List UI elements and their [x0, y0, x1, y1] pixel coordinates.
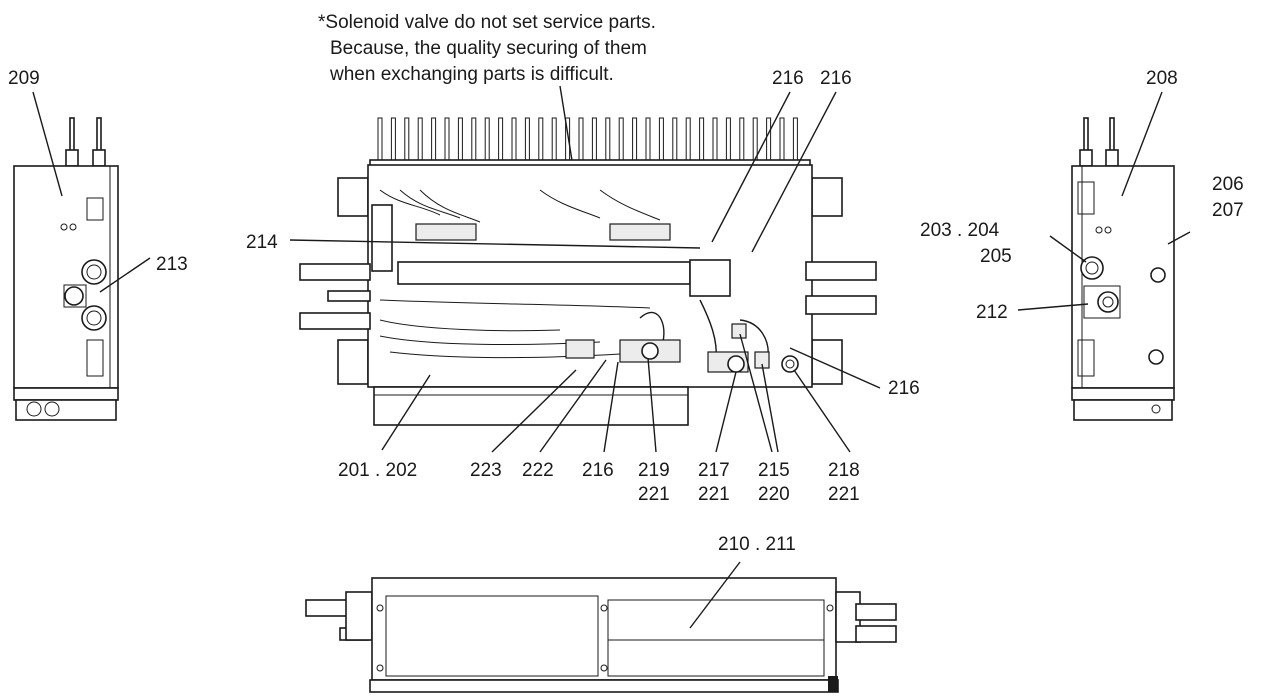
- header-pipe-stub: [457, 117, 463, 161]
- label-210-211: 210 . 211: [718, 534, 796, 555]
- label-218: 218: [828, 460, 860, 481]
- leader-218: [793, 369, 851, 453]
- header-pipe-stub: [551, 117, 557, 161]
- left-side-view: 209 213: [8, 68, 188, 421]
- header-pipe-stub: [390, 117, 396, 161]
- label-206: 206: [1212, 174, 1244, 195]
- header-pipe-stub: [712, 117, 718, 161]
- header-pipe-stub: [672, 117, 678, 161]
- label-216-bottom: 216: [582, 460, 614, 481]
- label-213: 213: [156, 254, 188, 275]
- label-216-top-b: 216: [820, 68, 852, 89]
- label-214: 214: [246, 232, 278, 253]
- label-219: 219: [638, 460, 670, 481]
- header-pipe-stub: [538, 117, 544, 161]
- label-205: 205: [980, 246, 1012, 267]
- label-208: 208: [1146, 68, 1178, 89]
- header-pipe-stub: [404, 117, 410, 161]
- header-pipe-stub: [752, 117, 758, 161]
- label-212: 212: [976, 302, 1008, 323]
- label-217: 217: [698, 460, 730, 481]
- header-pipe-stub: [658, 117, 664, 161]
- label-201-202: 201 . 202: [338, 460, 417, 481]
- header-pipe-stub: [511, 117, 517, 161]
- header-pipe-stub: [417, 117, 423, 161]
- leader-217: [715, 371, 737, 453]
- header-pipe-stub: [591, 117, 597, 161]
- header-pipe-stub: [739, 117, 745, 161]
- header-pipe-stub: [431, 117, 437, 161]
- leader-203-205: [1049, 235, 1087, 263]
- header-pipe-stub: [685, 117, 691, 161]
- header-pipe-stub: [498, 117, 504, 161]
- label-203-204: 203 . 204: [920, 220, 1000, 241]
- label-207: 207: [1212, 200, 1244, 221]
- label-223: 223: [470, 460, 502, 481]
- bottom-view: 210 . 211: [305, 534, 897, 693]
- note-line-3: when exchanging parts is difficult.: [329, 64, 614, 85]
- header-pipe-stubs: [377, 117, 798, 161]
- label-219-221: 221: [638, 484, 670, 505]
- label-216-right: 216: [888, 378, 920, 399]
- leader-206-207: [1167, 231, 1191, 245]
- header-pipe-stub: [792, 117, 798, 161]
- leader-216-top-a: [711, 91, 791, 243]
- leader-213: [99, 257, 151, 293]
- leader-215-a: [739, 333, 773, 453]
- leader-208: [1121, 91, 1163, 197]
- note-line-1: *Solenoid valve do not set service parts…: [318, 12, 656, 33]
- header-pipe-stub: [699, 117, 705, 161]
- header-pipe-stub: [632, 117, 638, 161]
- header-pipe-stub: [578, 117, 584, 161]
- header-pipe-stub: [618, 117, 624, 161]
- header-pipe-stub: [779, 117, 785, 161]
- label-222: 222: [522, 460, 554, 481]
- leader-216-bottom: [603, 361, 619, 453]
- leader-210-211: [689, 561, 741, 629]
- label-216-top-a: 216: [772, 68, 804, 89]
- main-top-view: 214 216 216 216 201 . 202 223 222 216 21…: [246, 68, 920, 505]
- header-pipe-stub: [725, 117, 731, 161]
- leader-201-202: [381, 374, 431, 451]
- header-pipe-stub: [444, 117, 450, 161]
- header-pipe-stub: [524, 117, 530, 161]
- right-side-view: 208 206 207 203 . 204 205 212: [920, 68, 1244, 421]
- label-218-221: 221: [828, 484, 860, 505]
- leader-212: [1017, 303, 1089, 311]
- label-215: 215: [758, 460, 790, 481]
- leader-214: [289, 239, 701, 249]
- header-pipe-stub: [484, 117, 490, 161]
- leader-215-b: [761, 363, 779, 453]
- leader-216-right: [789, 347, 881, 389]
- label-217-221: 221: [698, 484, 730, 505]
- leader-222: [539, 359, 607, 453]
- header-pipe-stub: [471, 117, 477, 161]
- header-pipe-stub: [605, 117, 611, 161]
- service-note: *Solenoid valve do not set service parts…: [318, 12, 656, 211]
- leader-219: [647, 357, 657, 453]
- leader-223: [491, 369, 577, 453]
- header-pipe-stub: [377, 117, 383, 161]
- leader-209: [32, 91, 63, 197]
- leader-216-top-b: [751, 91, 837, 253]
- header-pipe-stub: [645, 117, 651, 161]
- header-pipe-stub: [766, 117, 772, 161]
- label-209: 209: [8, 68, 40, 89]
- note-line-2: Because, the quality securing of them: [330, 38, 647, 59]
- label-215-220: 220: [758, 484, 790, 505]
